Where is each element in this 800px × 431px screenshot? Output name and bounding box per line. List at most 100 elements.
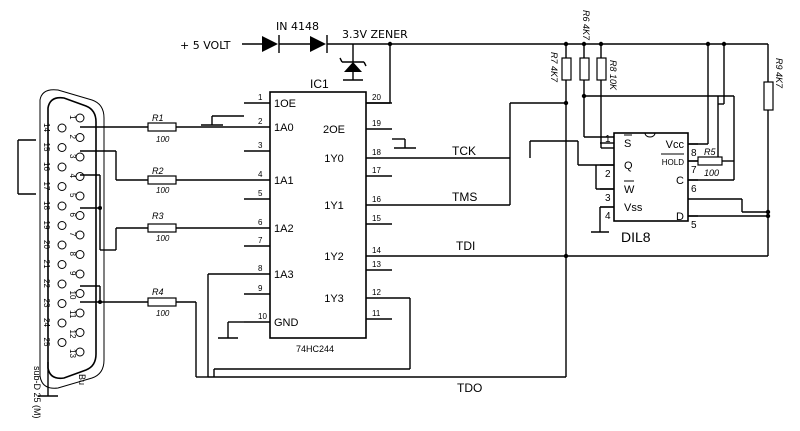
resistor-r9 bbox=[763, 81, 774, 111]
subd25-pin-12-label: 12 bbox=[68, 330, 77, 339]
subd25-pin-20-label: 20 bbox=[42, 240, 51, 249]
ic1-pin-5-number: 5 bbox=[258, 189, 263, 198]
ic1-body bbox=[269, 91, 367, 339]
subd25-pin-2 bbox=[75, 133, 85, 142]
subd25-pin-8-label: 8 bbox=[68, 252, 77, 257]
ic1-pin-3-number: 3 bbox=[258, 141, 263, 150]
ic1-pin-2-number: 2 bbox=[258, 117, 263, 126]
ic1-pin-18-number: 18 bbox=[372, 148, 381, 157]
ic1-pin-7-number: 7 bbox=[258, 236, 263, 245]
subd25-pin-18 bbox=[57, 201, 67, 211]
ic1-pin-19-number: 19 bbox=[372, 119, 381, 128]
ic1-pin-12-number: 12 bbox=[372, 288, 381, 297]
ic1-pin-2-name: 1A0 bbox=[274, 122, 294, 134]
ic1-pin-13-number: 13 bbox=[372, 260, 381, 269]
ic1-pin-8-number: 8 bbox=[258, 264, 263, 273]
resistor-r5 bbox=[697, 156, 723, 166]
ic1-pin-20-number: 20 bbox=[372, 93, 381, 102]
dil8-pin-6-number: 6 bbox=[691, 184, 697, 195]
subd25-pin-14 bbox=[57, 123, 67, 133]
zener-label: 3.3V ZENER bbox=[342, 28, 408, 41]
ic1-pin-4-name: 1A1 bbox=[274, 175, 294, 187]
connector-label: sub-D 25 (M) bbox=[32, 366, 42, 419]
r1-ref: R1 bbox=[152, 113, 164, 123]
resistor-r8 bbox=[596, 57, 607, 81]
ic1-pin-14-number: 14 bbox=[372, 246, 381, 255]
dil8-label: DIL8 bbox=[621, 229, 651, 245]
subd25-pin-9-label: 9 bbox=[68, 271, 77, 276]
dil8-pin-4-number: 4 bbox=[605, 211, 611, 222]
dil8-pin-2-number: 2 bbox=[605, 169, 611, 180]
ic1-pin-16-number: 16 bbox=[372, 195, 381, 204]
ic1-pin-6-number: 6 bbox=[258, 218, 263, 227]
resistor-r3 bbox=[147, 223, 177, 233]
dil8-pin-8-number: 8 bbox=[691, 148, 697, 159]
subd25-pin-16-label: 16 bbox=[42, 162, 51, 171]
dil8-pin-3-number: 3 bbox=[605, 193, 611, 204]
ic1-pin-14-name: 1Y2 bbox=[324, 251, 344, 263]
r3-ref: R3 bbox=[152, 211, 164, 221]
subd25-pin-3 bbox=[75, 152, 85, 162]
ic1-ref: IC1 bbox=[310, 77, 329, 91]
subd25-pin-17-label: 17 bbox=[42, 182, 51, 191]
subd25-pin-25-label: 25 bbox=[42, 338, 51, 347]
subd25-pin-11 bbox=[75, 308, 85, 318]
dil8-pin-5-name: D bbox=[676, 211, 684, 223]
subd25-pin-24-label: 24 bbox=[42, 318, 51, 327]
subd25-pin-24 bbox=[57, 318, 67, 328]
ic1-part: 74HC244 bbox=[296, 344, 334, 354]
subd25-pin-10-label: 10 bbox=[68, 291, 77, 300]
subd25-pin-7 bbox=[75, 230, 85, 240]
r2-val: 100 bbox=[156, 186, 170, 195]
dil8-pin-8-name: Vcc bbox=[666, 139, 685, 151]
supply-label: + 5 VOLT bbox=[180, 39, 231, 52]
tdo-label: TDO bbox=[457, 381, 482, 395]
tck-label: TCK bbox=[452, 144, 476, 158]
subd25-pin-21 bbox=[57, 260, 67, 269]
ic1-pin-4-number: 4 bbox=[258, 170, 263, 179]
r3-val: 100 bbox=[156, 234, 170, 243]
subd25-pin-11-label: 11 bbox=[68, 310, 77, 319]
ic1-pin-9-number: 9 bbox=[258, 284, 263, 293]
subd25-pin-3-label: 3 bbox=[68, 154, 77, 159]
ic1-pin-18-name: 1Y0 bbox=[324, 153, 344, 165]
dil8-pin-6-name: C bbox=[676, 175, 684, 187]
subd25-pin-10 bbox=[75, 289, 85, 298]
ic1-pin-1-number: 1 bbox=[258, 93, 263, 102]
subd25-pin-12 bbox=[75, 328, 85, 337]
ic1-pin-1-name: 1OE bbox=[274, 98, 296, 110]
tdi-label: TDI bbox=[456, 239, 475, 253]
subd25-pin-9 bbox=[75, 269, 85, 279]
r5-val: 100 bbox=[704, 168, 719, 178]
r6-label: R6 4K7 bbox=[581, 10, 591, 41]
dil8-pin-5-number: 5 bbox=[691, 220, 697, 231]
diode-label: IN 4148 bbox=[276, 20, 319, 33]
subd25-pin-15 bbox=[57, 143, 67, 152]
ic1-pin-11-number: 11 bbox=[372, 309, 381, 318]
subd25-pin-1 bbox=[75, 113, 85, 123]
r2-ref: R2 bbox=[152, 166, 164, 176]
ic1-pin-6-name: 1A2 bbox=[274, 223, 294, 235]
subd25-pin-22 bbox=[57, 279, 67, 289]
resistor-r2 bbox=[147, 175, 177, 185]
subd25-pin-19 bbox=[57, 221, 67, 230]
subd25-pin-13-label: 13 bbox=[68, 349, 77, 358]
subd25-pin-18-label: 18 bbox=[42, 201, 51, 210]
ic1-pin-15-number: 15 bbox=[372, 214, 381, 223]
subd25-pin-1-label: 1 bbox=[68, 115, 77, 120]
subd25-pin-15-label: 15 bbox=[42, 143, 51, 152]
subd25-pin-4-label: 4 bbox=[68, 174, 77, 179]
subd25-pin-2-label: 2 bbox=[68, 135, 77, 140]
dil8-body bbox=[613, 132, 689, 222]
tms-label: TMS bbox=[452, 190, 477, 204]
diode-1-symbol bbox=[262, 35, 280, 53]
diode-2-symbol bbox=[310, 35, 328, 53]
subd25-pin-23 bbox=[57, 299, 67, 308]
subd25-pin-14-label: 14 bbox=[42, 123, 51, 132]
dil8-pin-4-name: Vss bbox=[624, 202, 643, 214]
subd25-pin-13 bbox=[75, 347, 85, 357]
ic1-pin-8-name: 1A3 bbox=[274, 269, 294, 281]
